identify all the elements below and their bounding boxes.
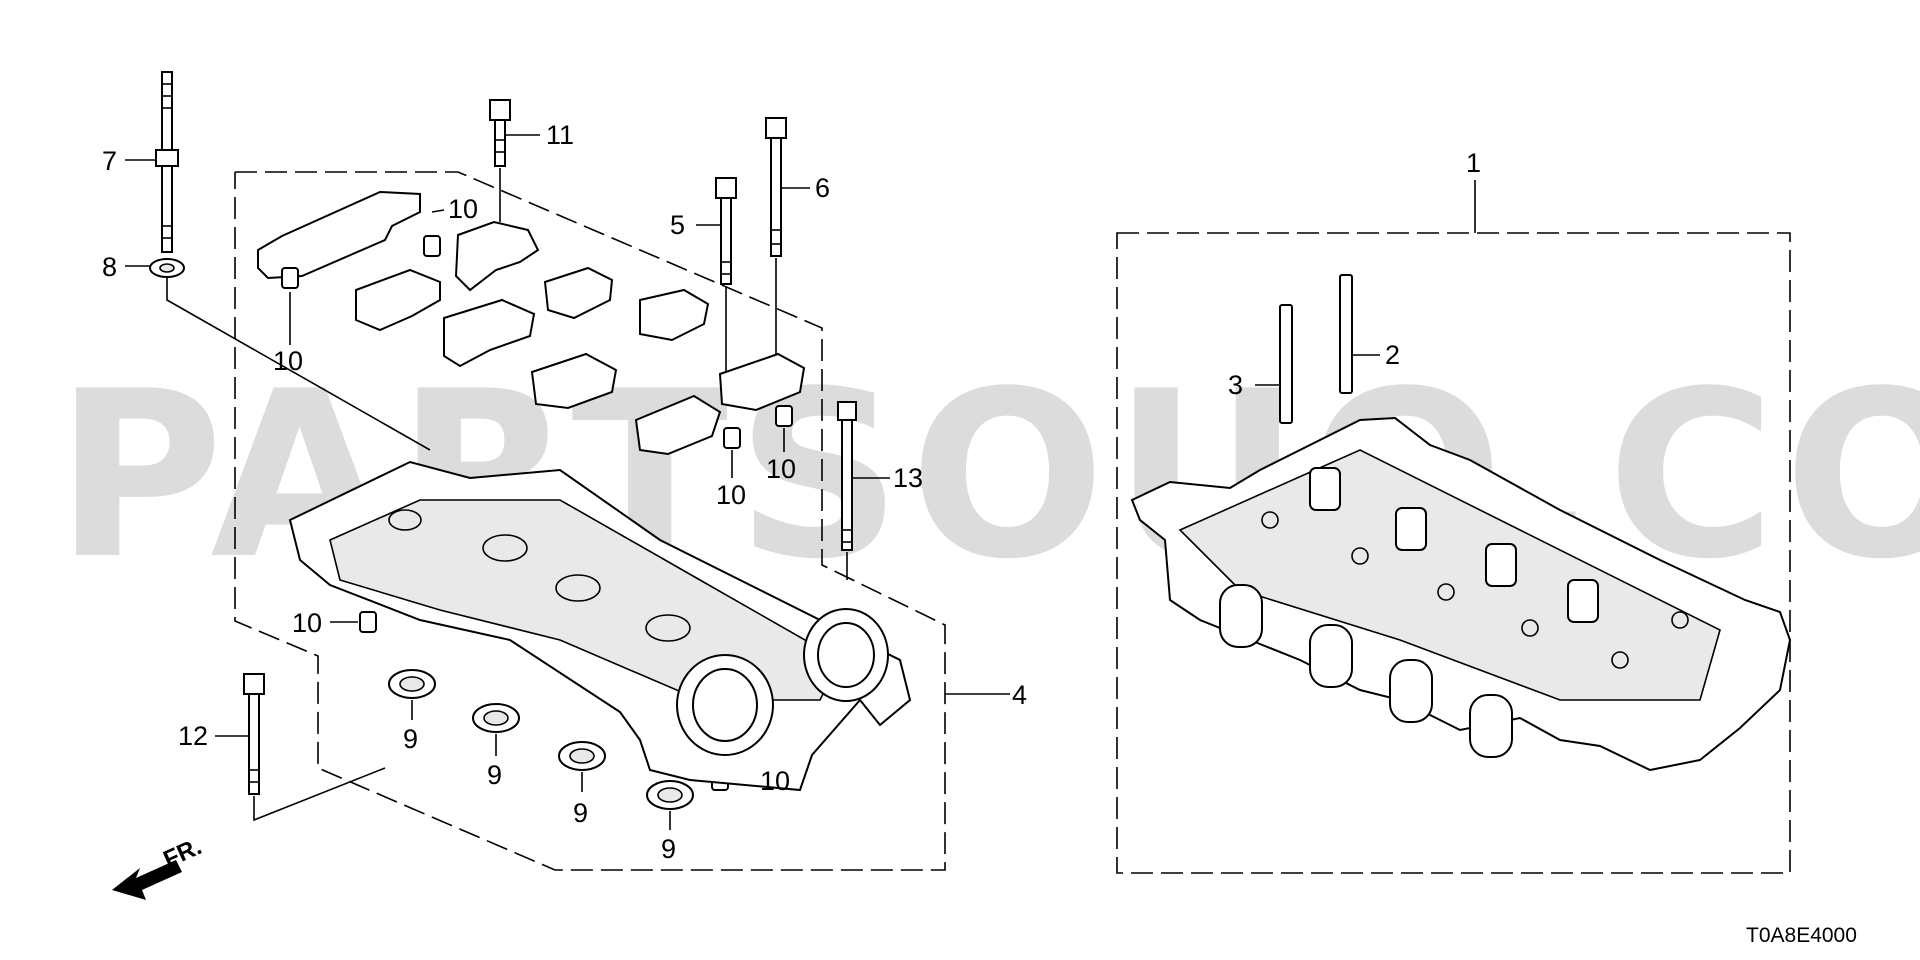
dowel-pin-2[interactable] [1339,274,1353,394]
callout-9-a: 9 [403,724,418,754]
callout-10-e: 10 [292,608,322,638]
assembly-1-outline [1116,180,1791,874]
callout-6: 6 [815,173,830,203]
callout-10-b: 10 [273,346,303,376]
diagram-code: T0A8E4000 [1746,924,1857,947]
callout-2: 2 [1385,340,1400,370]
callout-13: 13 [893,463,923,493]
callout-1: 1 [1466,148,1481,178]
callout-10-c: 10 [716,480,746,510]
dowel-pin-3[interactable] [1279,304,1293,424]
bolt-5[interactable] [715,177,737,285]
callout-3: 3 [1228,370,1243,400]
bolt-12[interactable] [243,673,265,795]
callout-9-d: 9 [661,834,676,864]
washer-8[interactable] [149,258,185,278]
callout-10-a: 10 [448,194,478,224]
callout-9-c: 9 [573,798,588,828]
stud-bolt-7[interactable] [155,71,179,253]
callout-12: 12 [178,721,208,751]
cylinder-head[interactable] [1130,416,1792,772]
callout-11: 11 [546,120,574,150]
callout-4: 4 [1012,680,1027,710]
dowel-pins-10[interactable] [281,235,793,791]
bolt-13[interactable] [837,401,857,551]
camshaft-holders[interactable] [257,190,806,456]
front-indicator: FR. [112,833,206,900]
callout-7: 7 [102,146,117,176]
seals-9[interactable] [388,669,694,810]
callout-8: 8 [102,252,117,282]
callout-10-d: 10 [766,454,796,484]
camshaft-holder-body[interactable] [288,460,912,792]
bolt-11[interactable] [489,99,511,167]
front-arrow-icon [112,860,182,900]
callout-10-f: 10 [760,766,790,796]
bolt-6[interactable] [765,117,787,257]
callout-9-b: 9 [487,760,502,790]
assembly-4-outline [234,171,1010,871]
callout-5: 5 [670,210,685,240]
